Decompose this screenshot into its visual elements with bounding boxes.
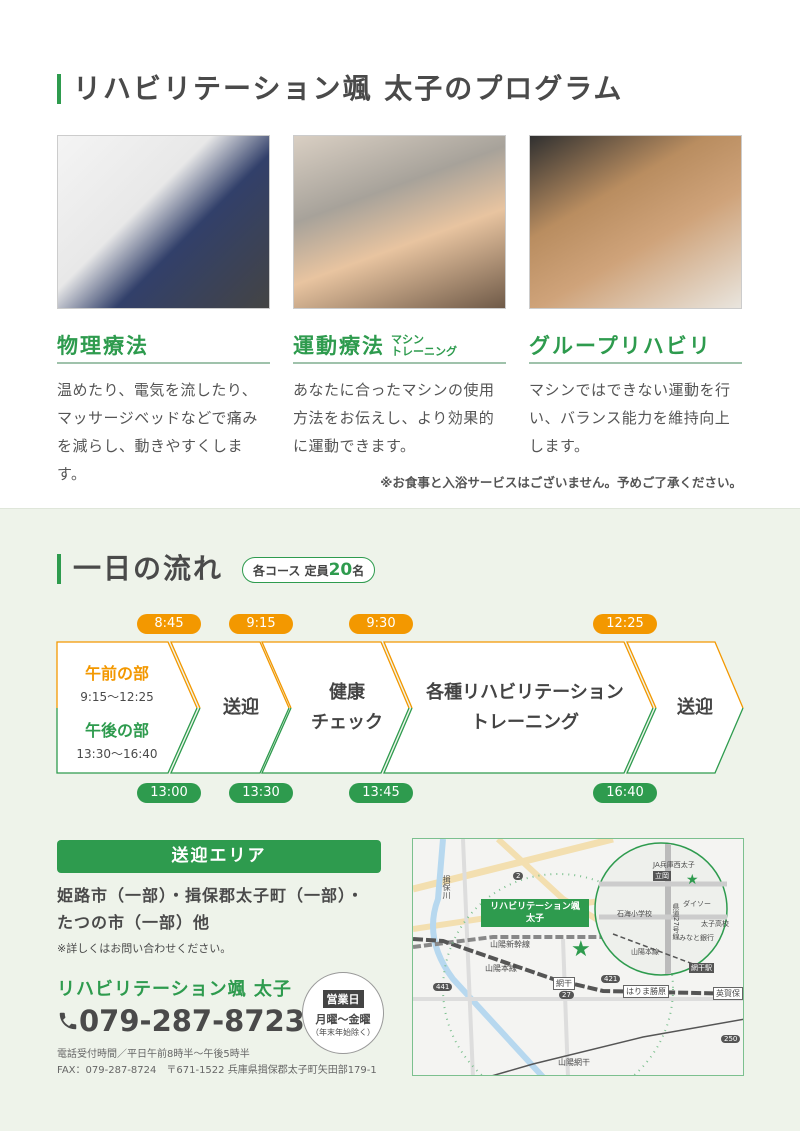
step-rehab-training: 各種リハビリテーション トレーニング [426,682,624,733]
map-marker-label: リハビリテーション颯 太子 [481,899,589,927]
step-health-check: 健康 チェック [311,682,383,733]
pm-time-pill: 13:45 [349,783,413,803]
pickup-area-heading: 送迎エリア [57,840,381,873]
inset-line-label: 山陽本線 [631,948,659,956]
am-time-pill: 12:25 [593,614,657,634]
map-sanyo-aboshi-label: 山陽網干 [558,1058,590,1067]
route-250-sign: 250 [721,1035,741,1043]
inset-daiso-label: ダイソー [683,900,711,908]
access-map[interactable]: ★ ★ リハビリテーション颯 太子 揖保川 山陽新幹線 山陽本線 網干 はりま勝… [412,838,744,1076]
pickup-note: ※詳しくはお問い合わせください。 [57,942,232,955]
capacity-badge: 各コース 定員20名 [242,557,376,583]
inset-ja-label: JA兵庫西太子 [653,861,695,869]
pm-time-pill: 16:40 [593,783,657,803]
map-harima-station: はりま勝原 [623,985,669,998]
inset-station-label: 網干駅 [689,963,714,973]
map-drawing: ★ ★ [413,839,743,1075]
course-times: 午前の部 9:15〜12:25 午後の部 13:30〜16:40 [57,660,177,762]
program-description: あなたに合ったマシンの使用方法をお伝えし、より効果的に運動できます。 [293,381,495,455]
business-label: 営業日 [322,990,364,1008]
afternoon-label: 午後の部 [84,721,149,740]
svg-text:★: ★ [571,937,591,962]
meal-bath-note: ※お食事と入浴サービスはございません。予めご了承ください。 [380,475,742,490]
am-time-pill: 9:15 [229,614,293,634]
inset-school-label: 石海小学校 [617,910,652,918]
am-time-pill: 8:45 [137,614,201,634]
program-title: 物理療法 [57,330,270,364]
fax-number: FAX：079-287-8724 [57,1065,157,1076]
map-shinkansen-label: 山陽新幹線 [490,940,530,949]
physical-therapy-photo [57,135,270,309]
morning-label: 午前の部 [84,664,149,683]
pm-time-pill: 13:00 [137,783,201,803]
program-subtitle: マシン トレーニング [391,333,457,358]
program-title: 運動療法マシン トレーニング [293,330,506,364]
route-421-sign: 421 [601,975,621,983]
inset-road-label: 県道27号線 [672,903,680,940]
phone-icon [59,1012,77,1030]
capacity-prefix: 各コース 定員 [253,564,329,578]
phone[interactable]: 079-287-8723 [57,1004,305,1038]
map-aboshi-station: 網干 [553,977,575,990]
program-title-text: グループリハビリ [529,334,712,358]
inset-tatsuoka-label: 立岡 [653,871,671,881]
pickup-areas: 姫路市（一部）・揖保郡太子町（一部）・ たつの市（一部）他 [57,886,365,932]
schedule-title: 一日の流れ [57,554,223,584]
route-2-sign: 2 [513,872,524,880]
program-description: 温めたり、電気を流したり、マッサージベッドなどで痛みを減らし、動きやすくします。 [57,381,258,483]
contact-details: 電話受付時間／平日午前8時半〜午後5時半 FAX：079-287-8724 〒6… [57,1047,377,1079]
program-title-text: 運動療法 [293,334,385,358]
map-river-label: 揖保川 [442,875,451,899]
inset-highschool-label: 太子高校 [701,920,729,928]
step-dropoff: 送迎 [677,697,713,718]
program-title-text: 物理療法 [57,334,149,358]
business-note: （年末年始除く） [311,1028,375,1037]
phone-hours: 電話受付時間／平日午前8時半〜午後5時半 [57,1049,250,1060]
group-rehab-photo [529,135,742,309]
phone-number: 079-287-8723 [79,1004,305,1038]
exercise-therapy-photo [293,135,506,309]
capacity-suffix: 名 [352,564,365,578]
route-27-sign: 27 [559,991,574,999]
map-main-line-label: 山陽本線 [485,964,517,973]
am-time-pill: 9:30 [349,614,413,634]
pm-time-pill: 13:30 [229,783,293,803]
capacity-number: 20 [328,560,353,580]
program-title: グループリハビリ [529,330,742,364]
afternoon-time: 13:30〜16:40 [76,747,158,761]
programs-title: リハビリテーション颯 太子のプログラム [57,74,623,104]
business-days-badge: 営業日 月曜〜金曜 （年末年始除く） [302,972,384,1054]
route-441-sign: 441 [433,983,453,991]
inset-bank-label: みなと銀行 [679,934,714,942]
svg-text:★: ★ [686,872,699,888]
business-days: 月曜〜金曜 [315,1013,371,1026]
facility-name: リハビリテーション颯 太子 [57,979,292,1000]
address: 〒671-1522 兵庫県揖保郡太子町矢田部179-1 [166,1065,377,1076]
morning-time: 9:15〜12:25 [80,690,154,704]
step-pickup: 送迎 [223,697,259,718]
map-station: 英賀保 [713,987,743,1000]
program-description: マシンではできない運動を行い、バランス能力を維持向上します。 [529,381,731,455]
